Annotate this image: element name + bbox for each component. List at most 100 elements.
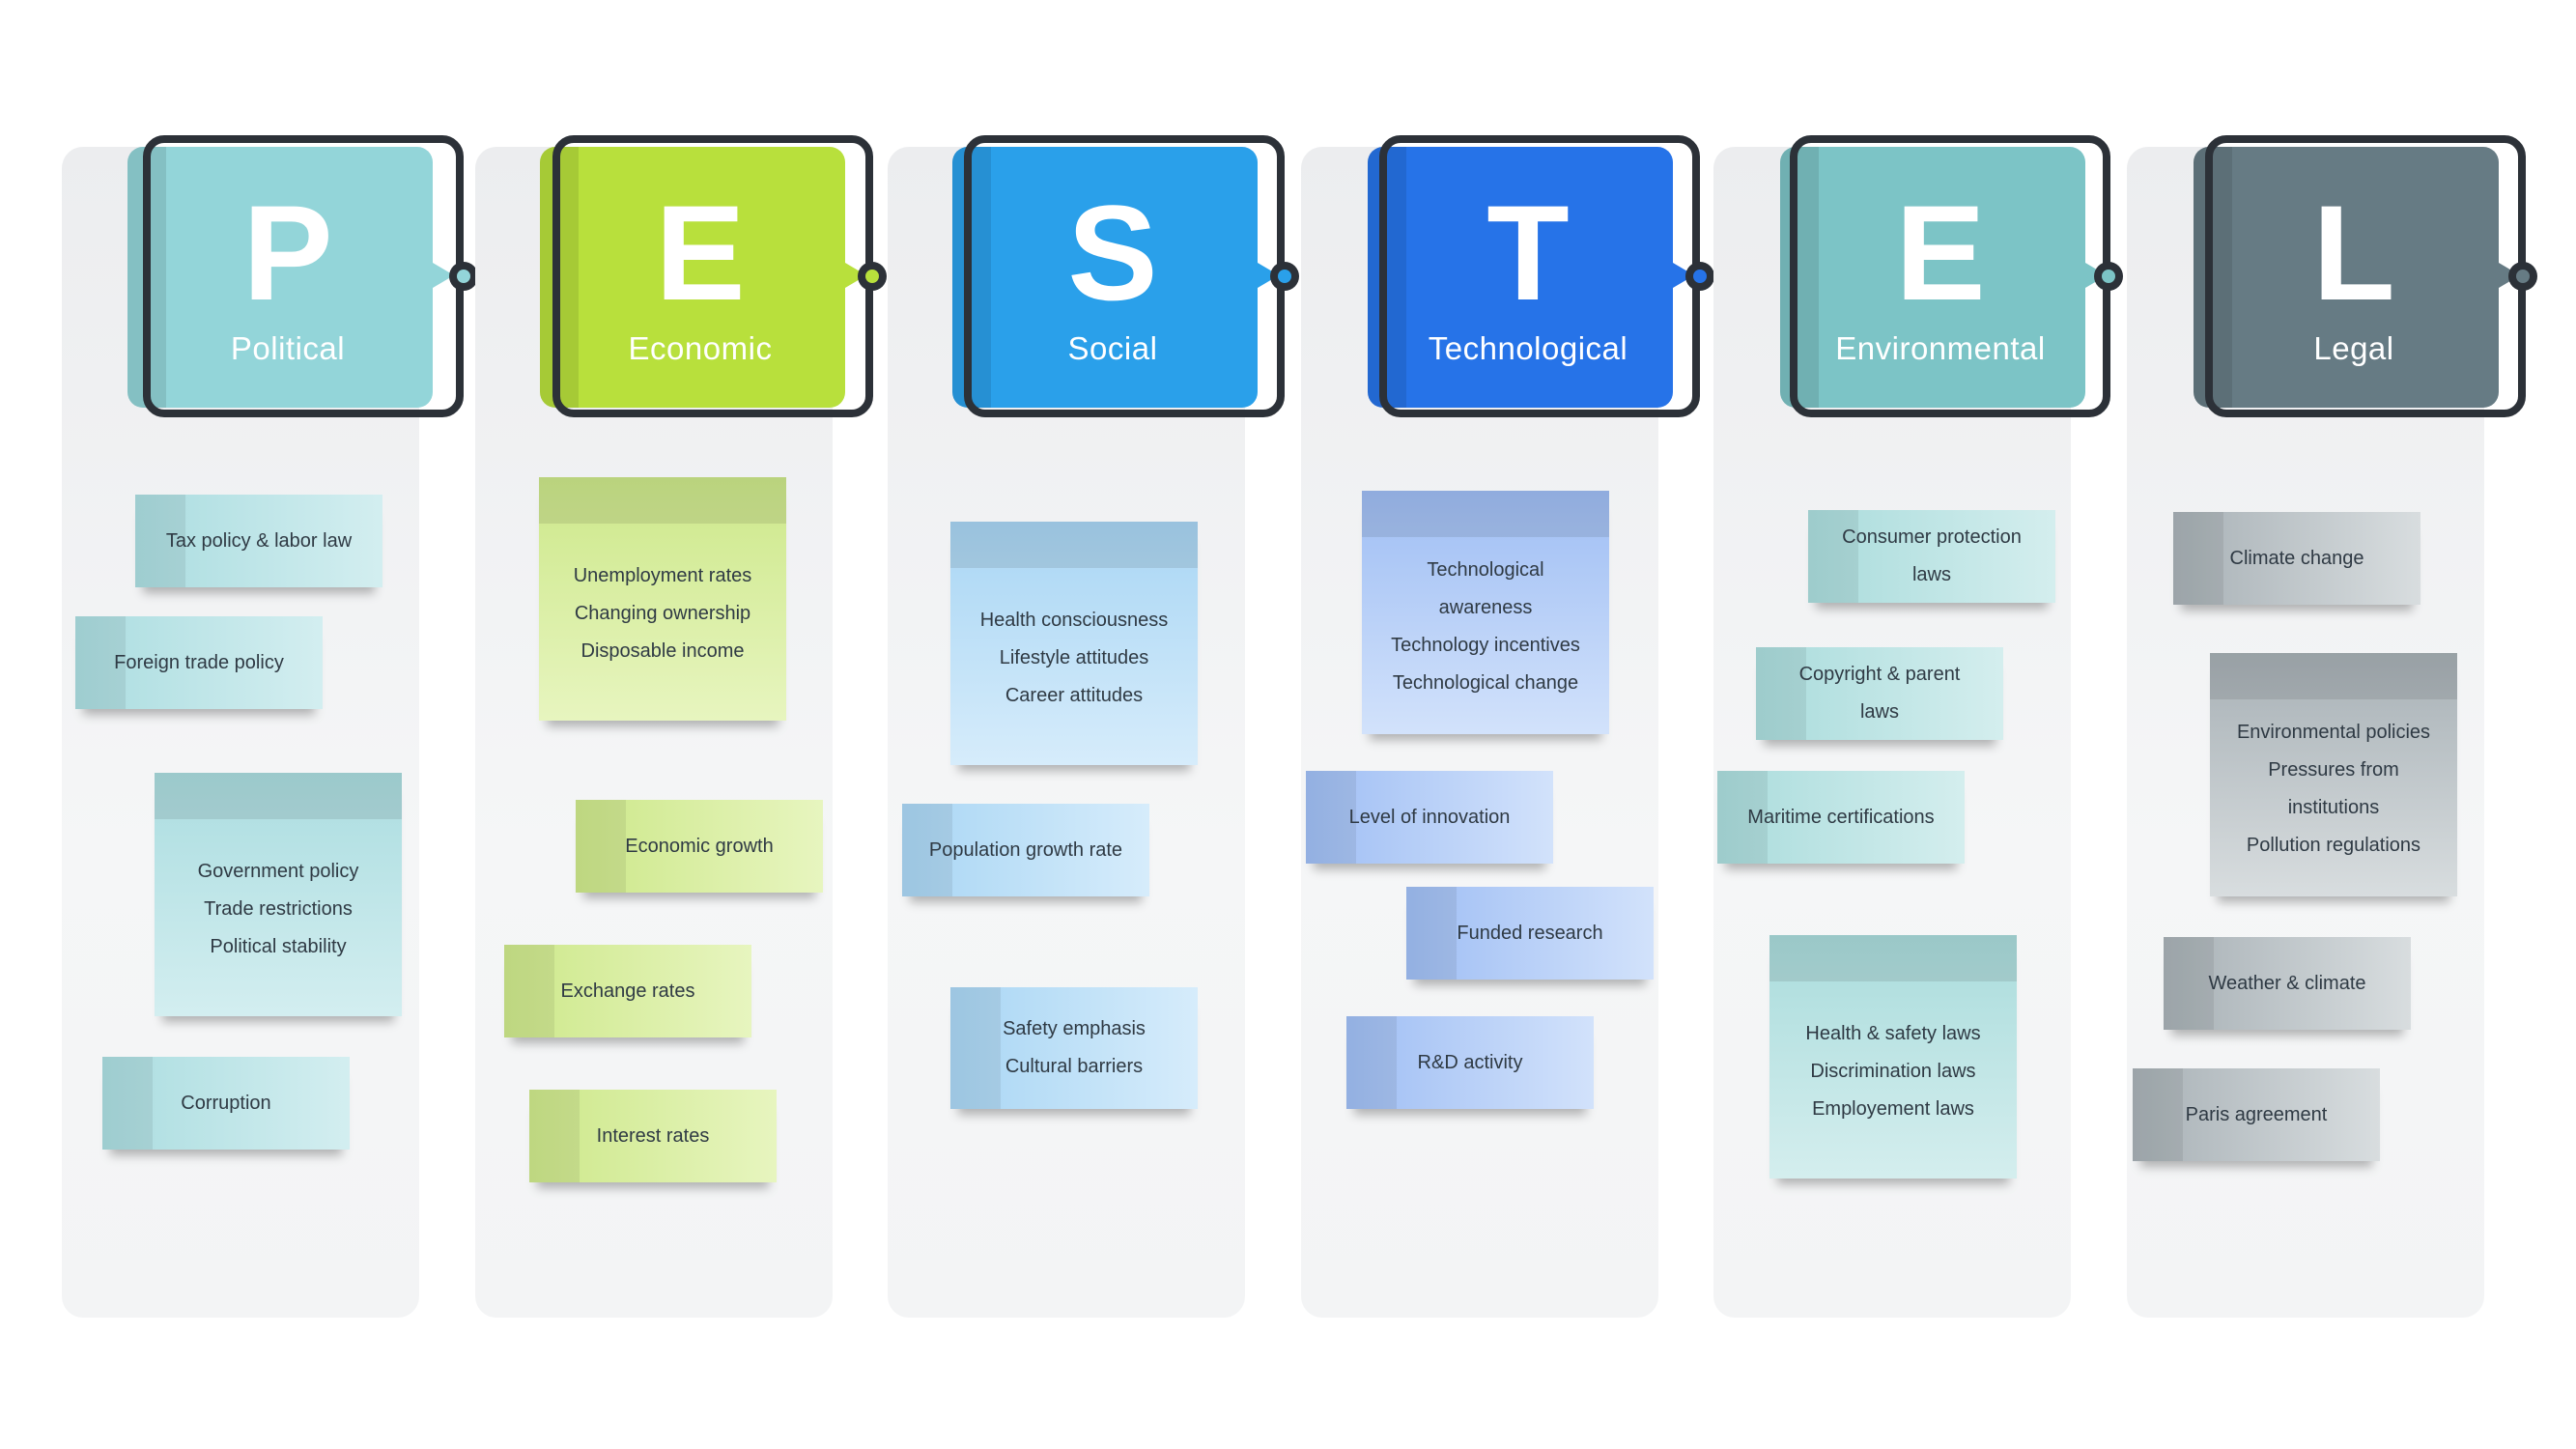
- connector-dot: [1685, 262, 1714, 291]
- note-line: Pressures from: [2268, 759, 2399, 781]
- note-line: Population growth rate: [928, 838, 1123, 861]
- note-line: Funded research: [1457, 922, 1603, 944]
- note-side-band: [2133, 1068, 2183, 1161]
- note-line: Copyright & parent: [1798, 664, 1961, 685]
- note-side-band: [1346, 1016, 1397, 1109]
- category-letter: S: [1067, 177, 1158, 328]
- note-line: Tax policy & labor law: [165, 529, 353, 552]
- category-label: Political: [230, 330, 346, 366]
- connector-dot-inner: [457, 270, 470, 283]
- category-letter: P: [242, 177, 333, 328]
- note-line: laws: [1911, 564, 1951, 585]
- note-text: Exchange rates: [548, 973, 709, 1010]
- sticky-note: Exchange rates: [504, 945, 751, 1037]
- note-line: Unemployment rates: [573, 564, 752, 586]
- note-line: Technology incentives: [1391, 635, 1580, 656]
- note-text: Population growth rate: [916, 832, 1136, 869]
- note-side-band: [102, 1057, 153, 1150]
- sticky-note: Copyright & parent laws: [1756, 647, 2003, 740]
- sticky-note: Maritime certifications: [1717, 771, 1965, 864]
- header-frame-social: [964, 135, 1285, 417]
- note-line: R&D activity: [1417, 1051, 1523, 1073]
- connector-dot-inner: [2102, 270, 2115, 283]
- note-line: Maritime certifications: [1747, 806, 1935, 828]
- sticky-note: Interest rates: [529, 1090, 777, 1182]
- note-text: Economic growth: [611, 828, 786, 866]
- note-side-band: [529, 1090, 580, 1182]
- note-line: Weather & climate: [2208, 972, 2366, 994]
- connector-dot-inner: [865, 270, 879, 283]
- note-text: R&D activity: [1404, 1044, 1537, 1082]
- header-frame-legal: [2205, 135, 2526, 417]
- category-letter: T: [1486, 177, 1570, 328]
- connector-dot: [858, 262, 887, 291]
- note-text: Funded research: [1443, 915, 1616, 952]
- connector-dot: [2094, 262, 2123, 291]
- note-line: institutions: [2287, 797, 2380, 818]
- sticky-note: Weather & climate: [2164, 937, 2411, 1030]
- note-top-band: [950, 522, 1198, 568]
- category-label: Legal: [2313, 330, 2394, 366]
- note-top-band: [2210, 653, 2457, 699]
- connector-dot-inner: [1693, 270, 1707, 283]
- note-line: Trade restrictions: [204, 897, 353, 920]
- note-text: Foreign trade policy: [100, 644, 297, 682]
- note-line: Discrimination laws: [1810, 1060, 1976, 1082]
- note-side-band: [1306, 771, 1356, 864]
- note-side-band: [950, 987, 1001, 1109]
- note-side-band: [902, 804, 952, 896]
- note-line: Exchange rates: [560, 980, 695, 1002]
- note-line: Employement laws: [1812, 1097, 1974, 1120]
- note-line: Technological: [1427, 559, 1544, 581]
- note-line: Safety emphasis: [1003, 1018, 1146, 1039]
- sticky-note: Level of innovation: [1306, 771, 1553, 864]
- connector-dot: [449, 262, 478, 291]
- note-text: Tax policy & labor law: [153, 523, 365, 560]
- note-text: Interest rates: [583, 1118, 723, 1155]
- sticky-note: Corruption: [102, 1057, 350, 1150]
- note-line: laws: [1859, 701, 1899, 723]
- category-letter: E: [1895, 177, 1986, 328]
- note-side-band: [2173, 512, 2223, 605]
- note-line: awareness: [1438, 597, 1533, 618]
- header-frame-economic: [552, 135, 873, 417]
- note-text: Copyright & parent laws: [1786, 656, 1974, 731]
- note-text: Corruption: [167, 1085, 284, 1122]
- connector-dot: [2508, 262, 2537, 291]
- note-side-band: [1756, 647, 1806, 740]
- note-line: Disposable income: [580, 639, 745, 662]
- note-line: Pollution regulations: [2246, 835, 2421, 856]
- note-line: Economic growth: [625, 835, 774, 857]
- sticky-note: Foreign trade policy: [75, 616, 323, 709]
- note-line: Government policy: [197, 860, 359, 882]
- note-text: Weather & climate: [2194, 965, 2379, 1003]
- note-side-band: [504, 945, 554, 1037]
- note-text: Paris agreement: [2172, 1096, 2341, 1134]
- note-side-band: [2164, 937, 2214, 1030]
- note-side-band: [75, 616, 126, 709]
- note-line: Technological change: [1392, 672, 1579, 694]
- connector-arrow: [433, 263, 454, 288]
- sticky-note: Paris agreement: [2133, 1068, 2380, 1161]
- note-line: Health consciousness: [979, 609, 1169, 631]
- tile-shadow: [1780, 147, 1819, 408]
- note-line: Lifestyle attitudes: [999, 646, 1149, 668]
- note-line: Climate change: [2229, 547, 2364, 569]
- note-line: Changing ownership: [574, 602, 751, 624]
- sticky-note: Funded research: [1406, 887, 1654, 980]
- note-line: Career attitudes: [1005, 684, 1144, 706]
- connector-dot-inner: [1278, 270, 1291, 283]
